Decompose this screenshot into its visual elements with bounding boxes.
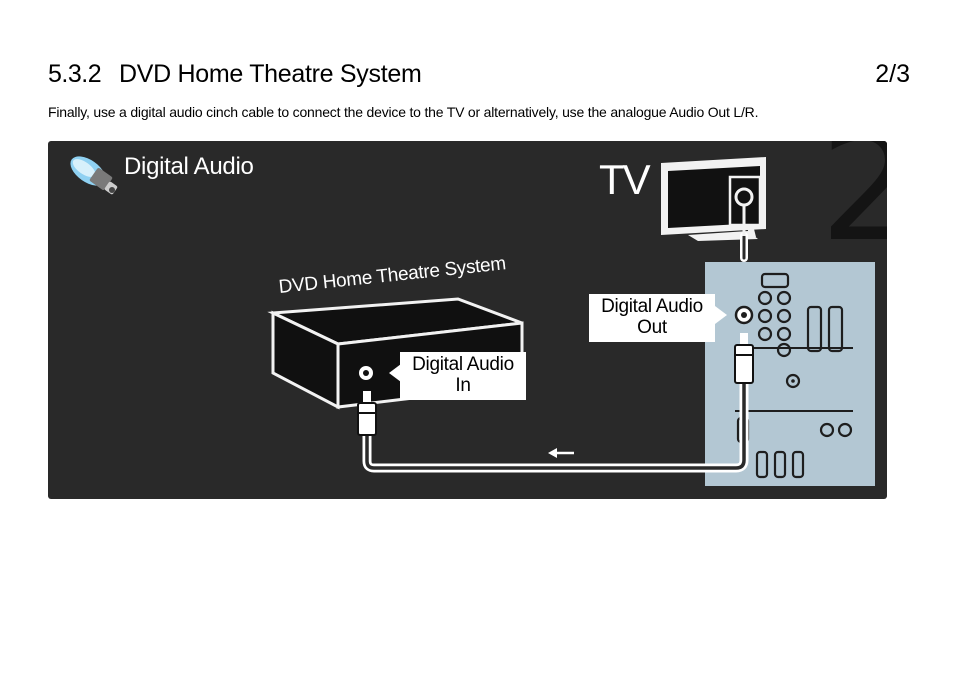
callout-digital-audio-in: Digital Audio In [400,352,526,400]
callout-out-line2: Out [637,317,667,338]
tv-label: TV [599,156,651,203]
cinch-plug-in [357,391,377,436]
callout-digital-audio-out: Digital Audio Out [589,294,715,342]
cinch-plug-out [734,333,754,384]
callout-out-pointer [715,306,727,324]
arrow-left-icon [548,448,574,458]
step-number: 2 [820,141,887,275]
connection-illustration: 2 Digital Audio TV DVD Home Theatre Syst… [48,141,887,499]
section-number: 5.3.2 [48,60,102,88]
illustration-title: Digital Audio [124,153,254,180]
tv-connector-panel [705,262,875,486]
callout-in-line2: In [455,375,471,396]
cinch-plug-icon [70,156,118,195]
callout-out-line1: Digital Audio [601,296,703,317]
callout-in-pointer [389,364,401,382]
tv-icon [661,157,766,241]
cinch-cable [362,187,754,473]
intro-text: Finally, use a digital audio cinch cable… [48,104,759,120]
callout-in-line1: Digital Audio [412,354,514,375]
connection-diagram [70,156,875,486]
page-title: DVD Home Theatre System [119,60,422,88]
page-counter: 2/3 [875,60,910,88]
